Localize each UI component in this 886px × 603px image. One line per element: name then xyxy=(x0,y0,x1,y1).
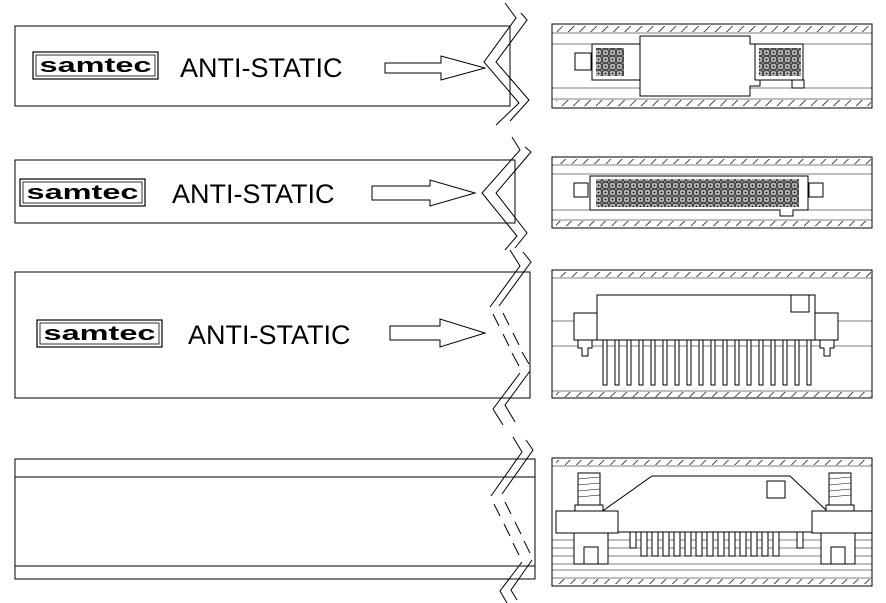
tube-2-arrow-icon xyxy=(371,179,477,207)
tube-3-label: ANTI-STATIC xyxy=(188,320,351,350)
tube-1-break-line xyxy=(483,2,520,126)
tube-3-connector xyxy=(573,294,839,386)
tube-1-label: ANTI-STATIC xyxy=(180,53,343,83)
samtec-logo: samtec xyxy=(32,51,159,80)
tube-2: samtec ANTI-STATIC xyxy=(14,136,873,251)
tube-4-break-line xyxy=(490,436,523,603)
tube-2-break-line xyxy=(481,136,521,251)
logo-text: samtec xyxy=(44,323,156,345)
tube-3-arrow-icon xyxy=(389,318,487,348)
logo-text: samtec xyxy=(27,182,139,204)
tube-2-label: ANTI-STATIC xyxy=(172,179,335,209)
tube-3: samtec ANTI-STATIC xyxy=(14,249,873,426)
jack-screw-left-icon xyxy=(574,472,604,512)
tube-1-left-body xyxy=(14,25,511,107)
tube-4-pins xyxy=(629,531,804,557)
jack-screw-right-icon xyxy=(825,472,855,512)
logo-text: samtec xyxy=(40,55,152,77)
tube-3-left-body xyxy=(14,271,531,399)
tube-1-connector xyxy=(574,35,805,97)
tube-3-break-line xyxy=(489,249,521,426)
tube-4 xyxy=(14,436,873,603)
samtec-logo: samtec xyxy=(36,319,163,348)
tube-3-pins xyxy=(602,339,812,386)
tube-1-arrow-icon xyxy=(384,55,487,81)
tube-1: samtec ANTI-STATIC xyxy=(14,2,873,126)
tube-4-right-segment xyxy=(551,457,873,587)
tube-2-connector xyxy=(573,175,824,217)
tube-2-left-body xyxy=(14,159,516,224)
tube-1-right-segment xyxy=(551,23,873,109)
tube-4-left-body xyxy=(14,458,536,580)
samtec-logo: samtec xyxy=(19,178,146,207)
tube-2-right-segment xyxy=(551,156,873,229)
tube-3-right-segment xyxy=(551,269,873,399)
tube-4-connector xyxy=(555,472,873,565)
